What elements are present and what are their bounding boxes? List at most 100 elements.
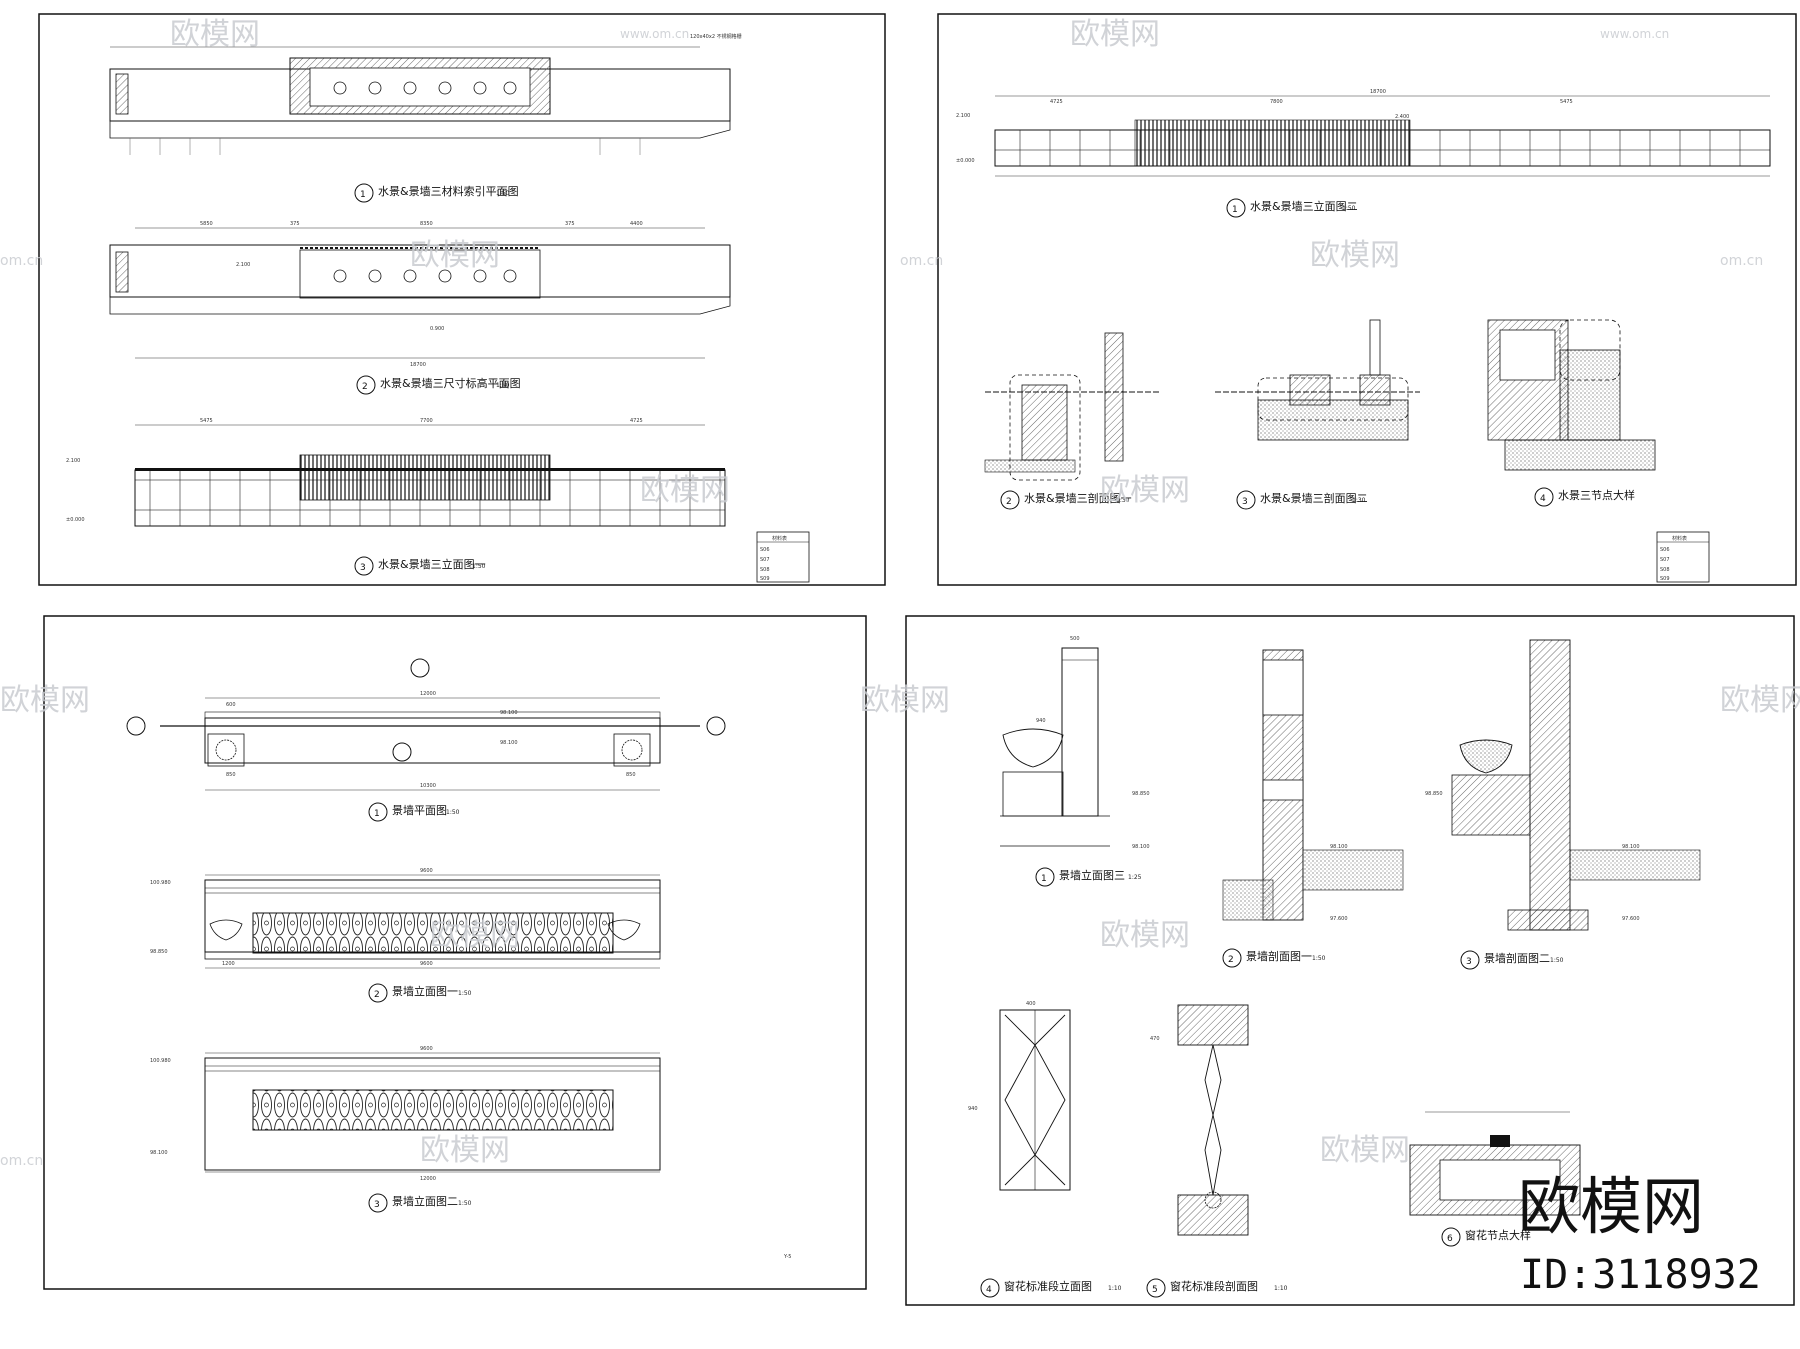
- legend-code: S08: [1660, 567, 1670, 573]
- dim-label: 850: [626, 772, 636, 778]
- dim-label: 940: [1036, 718, 1046, 724]
- sheet-bottom-right: 500 940 98.850 98.100 1 景墙立面图三 1:25 98.1…: [905, 615, 1795, 1306]
- level-label: ±0.000: [66, 517, 85, 523]
- sheet-top-right: 18700 4725 7800 5475 2.100 ±0.000 2.400 …: [937, 13, 1797, 586]
- dim-label: 375: [290, 221, 300, 227]
- drawing-title: 水景&景墙三立面图一: [378, 557, 486, 571]
- dim-label: 1200: [222, 961, 235, 967]
- dim-label: 12000: [420, 691, 436, 697]
- legend-code: S06: [1660, 547, 1670, 553]
- wall-section-one: 98.100 97.600 2 景墙剖面图一 1:50: [1222, 649, 1404, 968]
- sheet-number: Y-5: [783, 1254, 791, 1260]
- watermark-text: 欧模网: [170, 17, 260, 52]
- legend-title: 材料表: [1672, 535, 1687, 542]
- drawing-number: 1: [1041, 874, 1047, 884]
- drawing-scale: 1:50: [1550, 957, 1564, 964]
- dim-label: 850: [226, 772, 236, 778]
- dim-label: 400: [1026, 1001, 1036, 1007]
- dim-label: 4725: [1050, 99, 1063, 105]
- brand-stamp: 欧模网 ID:3118932: [1518, 1170, 1761, 1298]
- level-label: 100.980: [150, 1058, 171, 1064]
- brand-logo-text: 欧模网: [1518, 1170, 1704, 1243]
- level-label: 98.850: [1425, 791, 1443, 797]
- watermark-text: 欧模网: [640, 473, 730, 508]
- dim-label: 4400: [630, 221, 643, 227]
- sheet-frame: [43, 615, 867, 1290]
- legend-code: S09: [760, 576, 770, 582]
- level-label: 98.100: [1330, 844, 1348, 850]
- material-legend: 材料表 S06 S07 S08 S09: [756, 531, 810, 583]
- watermark-url: om.cn: [900, 253, 943, 269]
- dim-label: 5475: [1560, 99, 1573, 105]
- svg-text:120x40x2 不锈钢格栅: 120x40x2 不锈钢格栅: [690, 33, 742, 40]
- sheet-frame: [905, 615, 1795, 1306]
- level-label: 98.100: [500, 710, 518, 716]
- level-label: 2.100: [236, 262, 250, 268]
- material-legend: 材料表 S06 S07 S08 S09: [1656, 531, 1710, 583]
- level-label: 2.400: [1395, 114, 1409, 120]
- sheet-frame: [937, 13, 1797, 586]
- drawing-number: 6: [1447, 1234, 1453, 1244]
- wall-plan: 12000 98.100 98.100 10300 850 850 600 1 …: [126, 658, 726, 822]
- node-detail: 4 水景三节点大样: [1487, 319, 1656, 507]
- level-label: 98.100: [1132, 844, 1150, 850]
- lattice-standard-elevation: 400 940 4 窗花标准段立面图 1:10: [968, 1001, 1122, 1298]
- drawing-title: 景墙立面图三: [1059, 868, 1125, 882]
- dim-label: 9600: [420, 961, 433, 967]
- watermark-url: om.cn: [1720, 253, 1763, 269]
- watermark-text: 欧模网: [1310, 238, 1400, 273]
- drawing-title: 窗花节点大样: [1465, 1228, 1531, 1242]
- dim-label: 18700: [410, 362, 426, 368]
- drawing-title: 景墙立面图一: [392, 984, 458, 998]
- drawing-number: 1: [360, 190, 366, 200]
- drawing-number: 2: [1228, 955, 1234, 965]
- legend-code: S07: [760, 557, 770, 563]
- legend-code: S07: [1660, 557, 1670, 563]
- drawing-title: 水景&景墙三材料索引平面图: [378, 184, 519, 198]
- watermark-url: www.om.cn: [1600, 27, 1669, 41]
- level-label: 97.600: [1622, 916, 1640, 922]
- watermark-text: 欧模网: [420, 1133, 510, 1168]
- section-two: 3 水景&景墙三剖面图二 1:30: [1215, 319, 1420, 510]
- drawing-title: 景墙剖面图二: [1484, 951, 1550, 965]
- dim-label: 375: [565, 221, 575, 227]
- level-label: 2.100: [956, 113, 970, 119]
- legend-code: S06: [760, 547, 770, 553]
- drawing-scale: 1:10: [1108, 1285, 1122, 1292]
- watermark-text: 欧模网: [1100, 473, 1190, 508]
- legend-title: 材料表: [772, 535, 787, 542]
- watermark-text: 欧模网: [410, 238, 500, 273]
- drawing-title: 水景三节点大样: [1558, 488, 1635, 502]
- drawing-scale: 1:50: [446, 809, 460, 816]
- dim-label: 5475: [200, 418, 213, 424]
- drawing-scale: 1:30: [1116, 497, 1130, 504]
- drawing-title: 景墙剖面图一: [1246, 949, 1312, 963]
- dim-label: 5850: [200, 221, 213, 227]
- level-label: 97.600: [1330, 916, 1348, 922]
- drawing-scale: 1:50: [496, 382, 510, 389]
- dim-label: 500: [1070, 636, 1080, 642]
- level-label: 98.100: [1622, 844, 1640, 850]
- sheet-bottom-left: 12000 98.100 98.100 10300 850 850 600 1 …: [43, 615, 867, 1290]
- watermark-text: 欧模网: [1720, 683, 1800, 718]
- wall-elevation-three: 500 940 98.850 98.100 1 景墙立面图三 1:25: [1000, 636, 1150, 887]
- dim-label: 940: [968, 1106, 978, 1112]
- dimension-level-plan: 5850 375 8350 375 4400 2.100 0.900 18700…: [109, 221, 731, 395]
- drawing-title: 水景&景墙三立面图二: [1250, 199, 1358, 213]
- drawing-scale: 1:30: [1352, 497, 1366, 504]
- dim-label: 7700: [420, 418, 433, 424]
- drawing-scale: 1:10: [1274, 1285, 1288, 1292]
- level-label: ±0.000: [956, 158, 975, 164]
- level-label: 98.850: [150, 949, 168, 955]
- wall-elevation-two: 9600 100.980 98.100 12000 3 景墙立面图二 1:50: [150, 1046, 661, 1213]
- watermark-url: om.cn: [0, 1153, 43, 1169]
- drawing-scale: 1:50: [1342, 205, 1356, 212]
- drawing-title: 窗花标准段剖面图: [1170, 1279, 1258, 1293]
- drawing-scale: 1:50: [1312, 955, 1326, 962]
- drawing-title: 窗花标准段立面图: [1004, 1279, 1092, 1293]
- legend-code: S08: [760, 567, 770, 573]
- level-label: 98.100: [150, 1150, 168, 1156]
- level-label: 98.850: [1132, 791, 1150, 797]
- drawing-scale: 1:50: [458, 990, 472, 997]
